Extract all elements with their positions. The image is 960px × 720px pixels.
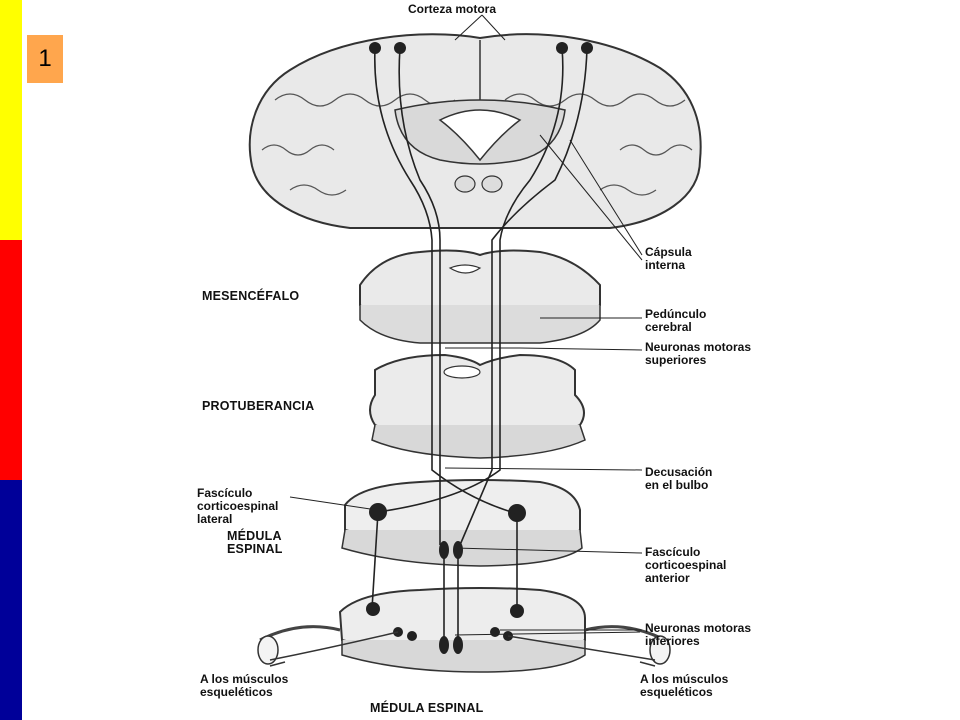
label-decusacion-line2: en el bulbo: [645, 478, 708, 492]
label-fasciculo-anterior-line3: anterior: [645, 571, 690, 585]
slide-number-badge: 1: [27, 35, 63, 83]
brain-section: [248, 33, 702, 229]
label-protuberancia: PROTUBERANCIA: [202, 399, 314, 413]
label-medula-line1: MÉDULA: [227, 528, 282, 543]
label-neuronas-superiores-line1: Neuronas motoras: [645, 340, 751, 354]
label-medula-espinal-bottom: MÉDULA ESPINAL: [370, 700, 484, 715]
stripe-yellow: [0, 0, 22, 240]
pons-section: [369, 353, 586, 459]
label-capsula-interna-line2: interna: [645, 258, 685, 272]
label-corteza-motora: Corteza motora: [408, 2, 496, 16]
label-neuronas-superiores-line2: superiores: [645, 353, 707, 367]
label-fasciculo-lateral-line1: Fascículo: [197, 486, 252, 500]
label-fasciculo-lateral-line3: lateral: [197, 512, 232, 526]
label-pedunculo-line2: cerebral: [645, 320, 692, 334]
stripe-red: [0, 240, 22, 480]
label-fasciculo-anterior-line2: corticoespinal: [645, 558, 726, 572]
label-pedunculo-line1: Pedúnculo: [645, 307, 706, 321]
label-musculos-right-line1: A los músculos: [640, 672, 729, 686]
midbrain-section: [359, 249, 601, 344]
leader-lines: [289, 14, 643, 636]
stripe-blue: [0, 480, 22, 720]
spinal-cord-section: [257, 587, 671, 673]
label-capsula-interna-line1: Cápsula: [645, 245, 692, 259]
label-decusacion-line1: Decusación: [645, 465, 712, 479]
motor-tracts: [371, 47, 588, 640]
label-mesencefalo: MESENCÉFALO: [202, 288, 299, 303]
label-neuronas-inferiores-line2: inferiores: [645, 634, 700, 648]
label-musculos-right-line2: esqueléticos: [640, 685, 713, 699]
label-fasciculo-lateral-line2: corticoespinal: [197, 499, 278, 513]
label-musculos-left-line2: esqueléticos: [200, 685, 273, 699]
label-neuronas-inferiores-line1: Neuronas motoras: [645, 621, 751, 635]
label-fasciculo-anterior-line1: Fascículo: [645, 545, 700, 559]
medulla-section: [341, 479, 583, 567]
label-medula-line2: ESPINAL: [227, 542, 283, 556]
label-musculos-left-line1: A los músculos: [200, 672, 289, 686]
